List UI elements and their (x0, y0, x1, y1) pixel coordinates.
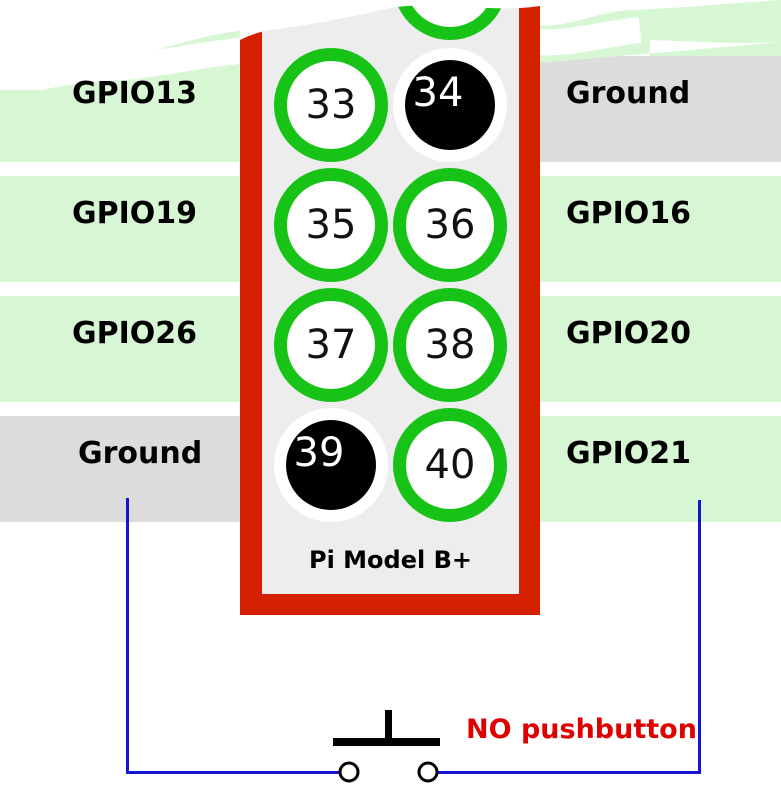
pin-34-core (405, 60, 495, 150)
board-torn-top (240, 0, 540, 40)
pin-36: 36 (393, 168, 507, 282)
pin-39-number: 39 (293, 430, 345, 476)
board-title: Pi Model B+ (309, 546, 472, 574)
wire-left-horizontal (126, 771, 340, 774)
right-band-gpio16 (540, 176, 781, 282)
pin-37: 37 (274, 288, 388, 402)
pushbutton-label: NO pushbutton (466, 714, 697, 745)
pin-36-number: 36 (424, 202, 476, 248)
label-right-row2: GPIO16 (566, 196, 692, 231)
label-right-row4: GPIO21 (566, 436, 692, 471)
right-band-gpio21 (540, 416, 781, 522)
pin-40-number: 40 (424, 442, 476, 488)
left-band-gpio26 (0, 296, 242, 402)
pin-37-number: 37 (305, 322, 357, 368)
pin-35-number: 35 (305, 202, 357, 248)
pin-39-core (286, 420, 376, 510)
pin-38: 38 (393, 288, 507, 402)
label-left-row2: GPIO19 (72, 196, 198, 231)
wire-right-horizontal (436, 771, 701, 774)
wire-right-vertical (698, 500, 701, 774)
label-right-row1: Ground (566, 76, 691, 111)
wire-left-vertical (126, 498, 129, 774)
pin-33-number: 33 (305, 82, 357, 128)
pin-33: 33 (274, 48, 388, 162)
right-band-gpio20 (540, 296, 781, 402)
left-band-gpio19 (0, 176, 242, 282)
pushbutton-symbol (333, 710, 440, 783)
pin-34-number: 34 (412, 70, 464, 116)
pin-34: 34 (393, 48, 507, 162)
right-band-ground (540, 56, 781, 162)
label-right-row3: GPIO20 (566, 316, 692, 351)
label-left-row1: GPIO13 (72, 76, 198, 111)
label-left-row4: Ground (78, 436, 203, 471)
left-band-ground (0, 416, 242, 522)
pin-38-number: 38 (424, 322, 476, 368)
pin-39: 39 (274, 408, 388, 522)
label-left-row3: GPIO26 (72, 316, 198, 351)
pin-40: 40 (393, 408, 507, 522)
pin-35: 35 (274, 168, 388, 282)
